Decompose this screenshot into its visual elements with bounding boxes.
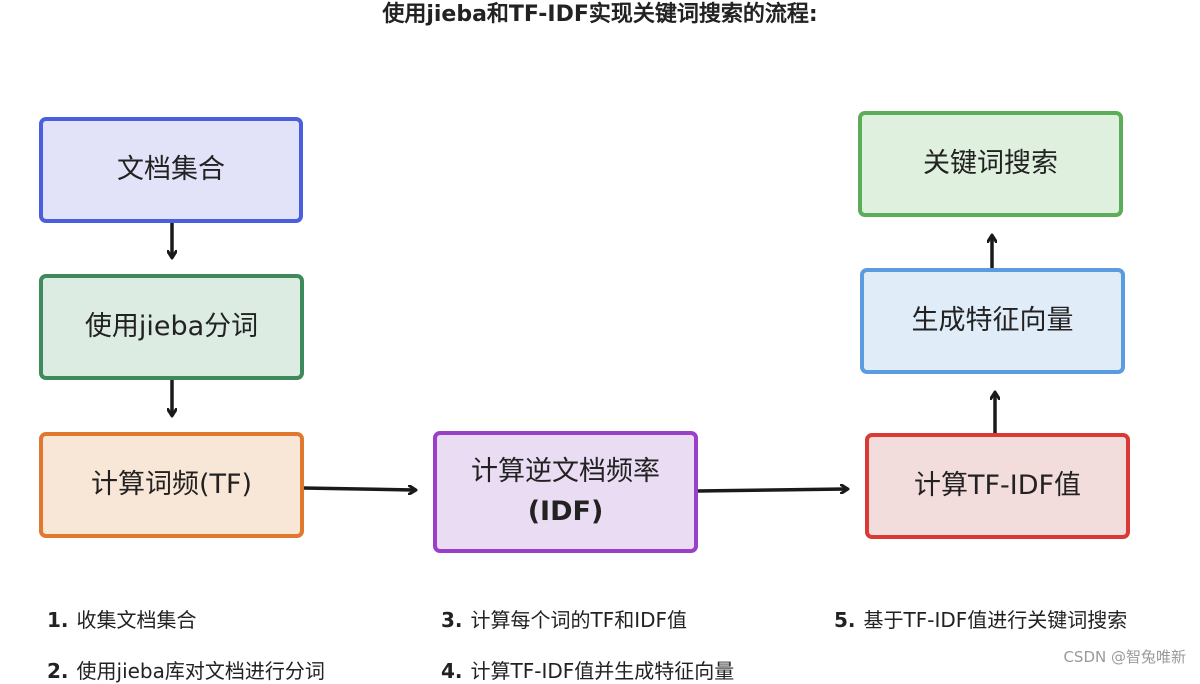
node-compute-idf: 计算逆文档频率 (IDF) — [433, 431, 698, 553]
node-compute-idf-label-line2: (IDF) — [527, 496, 604, 527]
node-jieba-segmentation-label: 使用jieba分词 — [84, 311, 259, 342]
arrow-idf-to-tfidf — [696, 489, 846, 491]
node-compute-tfidf-label: 计算TF-IDF值 — [913, 470, 1082, 501]
step-number: 5. — [834, 608, 856, 632]
node-document-collection-label: 文档集合 — [117, 154, 225, 185]
step-item-1: 1. 收集文档集合 — [47, 604, 197, 633]
diagram-title: 使用jieba和TF-IDF实现关键词搜索的流程: — [382, 2, 818, 27]
node-compute-tfidf: 计算TF-IDF值 — [865, 433, 1130, 539]
node-jieba-segmentation: 使用jieba分词 — [39, 274, 304, 380]
node-compute-idf-label-line1: 计算逆文档频率 — [471, 456, 660, 487]
step-text: 收集文档集合 — [76, 608, 197, 632]
step-text: 计算每个词的TF和IDF值 — [470, 608, 688, 632]
step-number: 1. — [47, 608, 69, 632]
node-feature-vector: 生成特征向量 — [860, 268, 1125, 374]
node-keyword-search-label: 关键词搜索 — [923, 148, 1058, 179]
step-item-2: 2. 使用jieba库对文档进行分词 — [47, 655, 325, 684]
node-compute-tf-label: 计算词频(TF) — [90, 469, 253, 500]
step-text: 使用jieba库对文档进行分词 — [76, 659, 325, 683]
arrow-tf-to-idf — [302, 488, 414, 490]
step-number: 4. — [441, 659, 463, 683]
step-text: 计算TF-IDF值并生成特征向量 — [470, 659, 735, 683]
step-item-5: 5. 基于TF-IDF值进行关键词搜索 — [834, 604, 1127, 633]
node-compute-tf: 计算词频(TF) — [39, 432, 304, 538]
csdn-watermark: CSDN @智兔唯新 — [1063, 648, 1186, 666]
node-document-collection: 文档集合 — [39, 117, 303, 223]
node-keyword-search: 关键词搜索 — [858, 111, 1123, 217]
node-feature-vector-label: 生成特征向量 — [911, 305, 1074, 336]
step-number: 3. — [441, 608, 463, 632]
step-text: 基于TF-IDF值进行关键词搜索 — [863, 608, 1128, 632]
step-item-3: 3. 计算每个词的TF和IDF值 — [441, 604, 687, 633]
step-number: 2. — [47, 659, 69, 683]
step-item-4: 4. 计算TF-IDF值并生成特征向量 — [441, 655, 734, 684]
